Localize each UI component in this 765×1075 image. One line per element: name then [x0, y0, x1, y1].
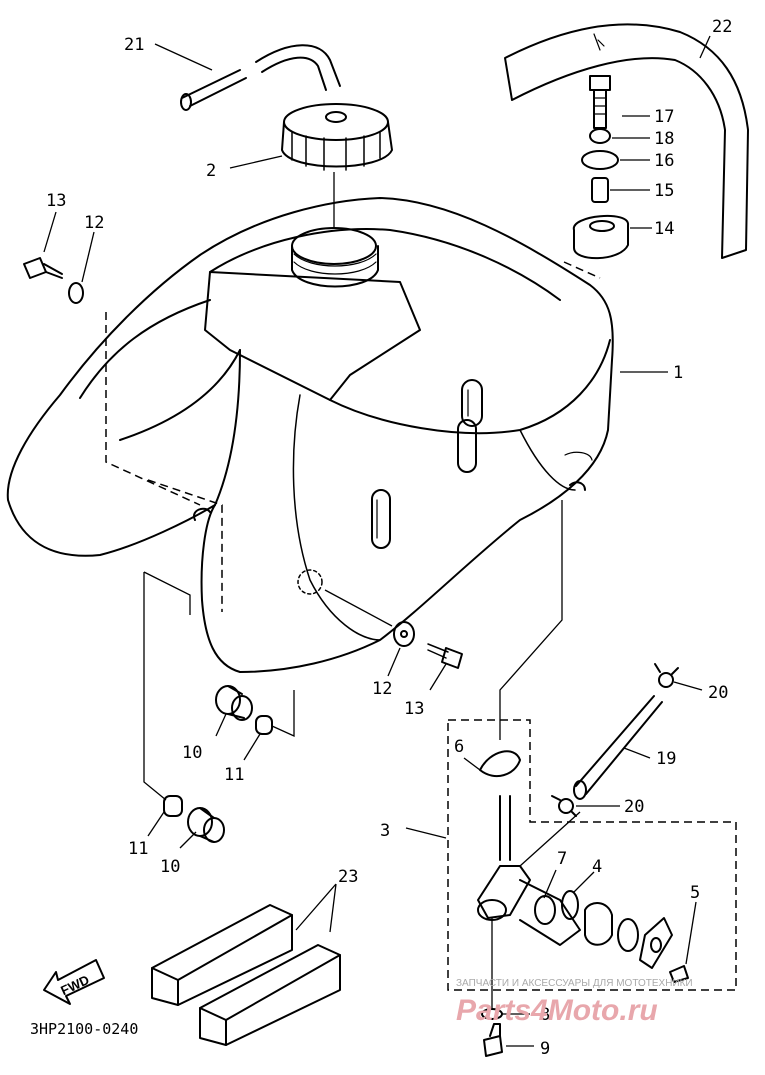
- bolt-set-center: [393, 621, 463, 669]
- callout-14: 14: [654, 219, 674, 239]
- callout-5: 5: [690, 883, 700, 903]
- callout-16: 16: [654, 151, 674, 171]
- watermark-logo: Parts4Moto.ru: [456, 994, 658, 1027]
- callout-9: 9: [540, 1039, 550, 1059]
- diagram-code: 3HP2100-0240: [30, 1020, 138, 1038]
- callout-19: 19: [656, 749, 676, 769]
- callout-4: 4: [592, 857, 602, 877]
- callout-12-center: 12: [372, 679, 392, 699]
- callout-7: 7: [557, 849, 567, 869]
- callout-13-center: 13: [404, 699, 424, 719]
- fwd-arrow: [43, 959, 105, 1005]
- leader-lines: [43, 35, 711, 1047]
- callout-6: 6: [454, 737, 464, 757]
- callout-1: 1: [673, 363, 683, 383]
- callout-labels: 1 2 3 4 5 6 7 8 9 10 10 11 11 12 12 13 1…: [46, 17, 732, 1059]
- callout-23: 23: [338, 867, 358, 887]
- damper-set-lower: [163, 795, 225, 843]
- callout-17: 17: [654, 107, 674, 127]
- dashed-guides: [105, 261, 737, 991]
- callout-15: 15: [654, 181, 674, 201]
- damper-set-upper: [215, 685, 273, 735]
- breather-hose: [180, 44, 341, 111]
- mount-hardware: [572, 75, 629, 260]
- callout-3: 3: [380, 821, 390, 841]
- callout-13-upper: 13: [46, 191, 66, 211]
- fuel-cap: [281, 103, 393, 171]
- fwd-label: FWD: [58, 972, 91, 998]
- callout-11-lower: 11: [128, 839, 148, 859]
- callout-20-lower: 20: [624, 797, 644, 817]
- callout-12-upper: 12: [84, 213, 104, 233]
- watermark-tagline: ЗАПЧАСТИ И АКСЕССУАРЫ ДЛЯ МОТОТЕХНИКИ: [456, 978, 693, 989]
- callout-20-upper: 20: [708, 683, 728, 703]
- callout-10-upper: 10: [182, 743, 202, 763]
- callout-10-lower: 10: [160, 857, 180, 877]
- callout-21: 21: [124, 35, 144, 55]
- callout-22: 22: [712, 17, 732, 37]
- sponge-pads: [151, 904, 341, 1046]
- callout-8: 8: [540, 1005, 550, 1025]
- callout-11-upper: 11: [224, 765, 244, 785]
- callout-18: 18: [654, 129, 674, 149]
- callout-2: 2: [206, 161, 216, 181]
- bolt-set-left: [23, 257, 84, 304]
- tank-strap: [504, 23, 749, 259]
- fuel-tank: [6, 197, 614, 673]
